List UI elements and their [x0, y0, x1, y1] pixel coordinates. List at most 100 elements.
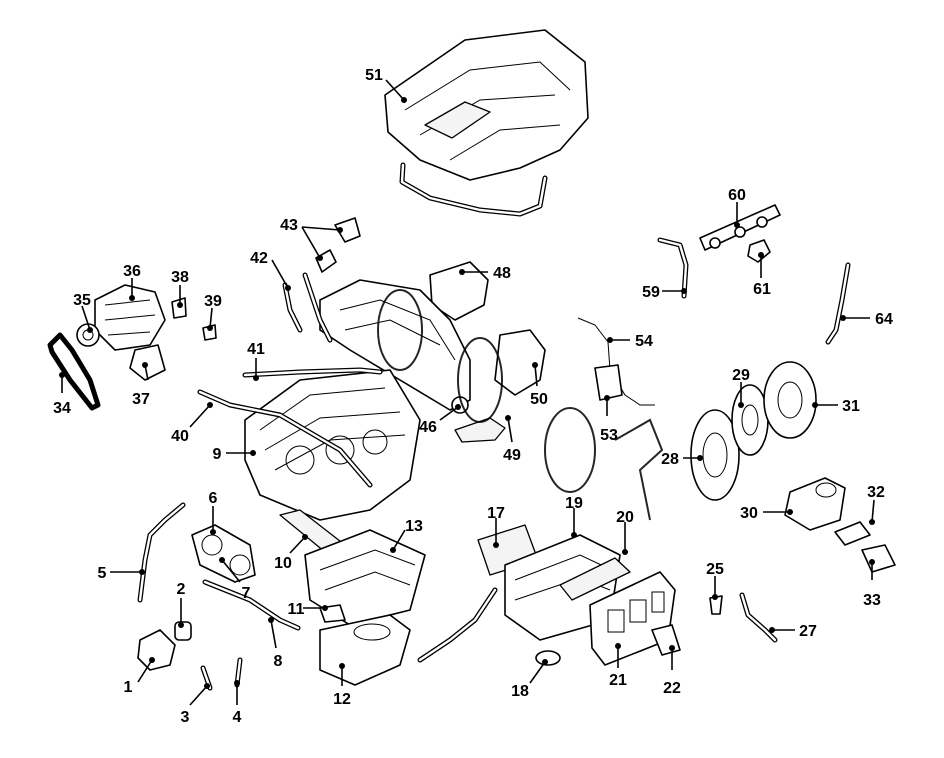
callout-49: 49: [503, 415, 521, 464]
callout-22: 22: [663, 645, 681, 697]
callout-32: 32: [867, 484, 885, 525]
svg-text:41: 41: [247, 341, 265, 358]
callout-27: 27: [769, 623, 817, 640]
svg-text:42: 42: [250, 250, 268, 267]
callout-1: 1: [124, 657, 155, 696]
svg-text:35: 35: [73, 292, 91, 309]
svg-text:11: 11: [288, 601, 305, 618]
callout-54: 54: [607, 333, 653, 350]
callout-31: 31: [812, 398, 860, 415]
callout-60: 60: [728, 187, 746, 228]
svg-text:61: 61: [753, 281, 771, 298]
part-oil-filter-housing: [191, 524, 256, 583]
callout-21: 21: [609, 643, 627, 689]
callout-2: 2: [177, 581, 186, 628]
callout-41: 41: [247, 341, 265, 381]
svg-text:22: 22: [663, 680, 681, 697]
svg-text:31: 31: [842, 398, 860, 415]
part-turbocharger: [319, 261, 546, 414]
callout-48: 48: [459, 265, 511, 282]
svg-text:9: 9: [213, 446, 222, 463]
svg-text:7: 7: [242, 585, 251, 602]
callout-17: 17: [487, 505, 505, 548]
callout-18: 18: [511, 659, 548, 700]
part-thermostat-housing: [137, 629, 176, 671]
callout-42: 42: [250, 250, 291, 291]
callout-10: 10: [274, 534, 308, 572]
part-sensor-25: [709, 595, 723, 615]
callout-50: 50: [530, 362, 548, 408]
part-bracket-32: [834, 521, 871, 546]
svg-text:40: 40: [171, 428, 189, 445]
part-clutch-disc: [731, 384, 769, 456]
svg-text:32: 32: [867, 484, 885, 501]
callout-12: 12: [333, 663, 351, 708]
svg-text:43: 43: [280, 217, 298, 234]
svg-text:5: 5: [98, 565, 107, 582]
callout-64: 64: [840, 311, 893, 328]
callout-7: 7: [219, 557, 251, 602]
part-flywheel: [690, 409, 740, 501]
callout-3: 3: [181, 683, 210, 726]
callout-34: 34: [53, 372, 71, 417]
part-engine-cover: [384, 29, 589, 217]
svg-text:46: 46: [419, 419, 437, 436]
svg-text:18: 18: [511, 683, 529, 700]
part-alternator-bracket: [129, 344, 166, 381]
callout-37: 37: [132, 362, 150, 408]
svg-text:12: 12: [333, 691, 351, 708]
callout-29: 29: [732, 367, 750, 408]
callout-25: 25: [706, 561, 724, 600]
callout-39: 39: [204, 293, 222, 331]
svg-text:4: 4: [233, 709, 242, 726]
callout-38: 38: [171, 269, 189, 308]
part-ignition-coil: [651, 624, 681, 656]
callout-53: 53: [600, 395, 618, 444]
part-drive-belt: [47, 332, 101, 411]
part-engine-mount: [861, 544, 896, 573]
svg-text:13: 13: [405, 518, 423, 535]
callout-59: 59: [642, 284, 687, 301]
callout-36: 36: [123, 263, 141, 301]
callout-4: 4: [233, 680, 242, 726]
svg-text:20: 20: [616, 509, 634, 526]
svg-text:8: 8: [274, 653, 283, 670]
part-coolant-hoses: [282, 217, 361, 343]
callout-35: 35: [73, 292, 93, 333]
svg-text:28: 28: [661, 451, 679, 468]
svg-text:3: 3: [181, 709, 190, 726]
callout-11: 11: [288, 601, 328, 618]
part-tensioner: [171, 297, 187, 319]
svg-text:34: 34: [53, 400, 71, 417]
part-fuel-rail: [699, 204, 781, 251]
callout-20: 20: [616, 509, 634, 555]
svg-text:6: 6: [209, 490, 218, 507]
callout-33: 33: [863, 559, 881, 609]
svg-text:2: 2: [177, 581, 186, 598]
part-egr-valve: [594, 364, 623, 401]
callout-5: 5: [98, 565, 145, 582]
part-pressure-plate: [763, 361, 817, 439]
svg-text:30: 30: [740, 505, 758, 522]
callout-19: 19: [565, 495, 583, 538]
part-valve-cover-gasket: [559, 557, 631, 601]
part-oil-seal: [535, 650, 561, 666]
part-manifold-gasket: [454, 417, 506, 443]
part-lower-crankcase: [304, 529, 426, 626]
svg-text:50: 50: [530, 391, 548, 408]
svg-text:36: 36: [123, 263, 141, 280]
callout-61: 61: [753, 252, 771, 298]
part-fuel-hose: [657, 237, 689, 299]
svg-text:54: 54: [635, 333, 653, 350]
callout-6: 6: [209, 490, 218, 535]
svg-text:25: 25: [706, 561, 724, 578]
callout-9: 9: [213, 446, 256, 463]
callout-40: 40: [171, 402, 213, 445]
callout-43: 43: [280, 217, 343, 261]
svg-text:51: 51: [365, 67, 383, 84]
svg-text:1: 1: [124, 679, 133, 696]
callout-51: 51: [365, 67, 407, 103]
callout-13: 13: [390, 518, 423, 553]
